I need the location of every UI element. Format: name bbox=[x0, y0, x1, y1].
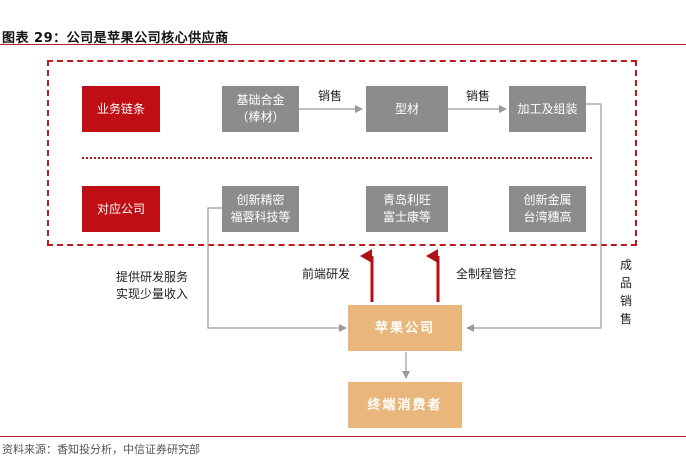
label-process-control: 全制程管控 bbox=[456, 267, 517, 281]
label-rd-service: 提供研发服务 实现少量收入 bbox=[116, 270, 189, 301]
apple-box: 苹果公司 bbox=[348, 305, 462, 351]
chain-step-assembly: 加工及组装 bbox=[509, 86, 586, 132]
label-front-rd: 前端研发 bbox=[302, 267, 351, 281]
arrow-rd-service bbox=[207, 207, 347, 332]
source-note: 资料来源：香知投分析，中信证券研究部 bbox=[2, 443, 200, 456]
label-finished-sales: 成品销售 bbox=[619, 258, 632, 326]
chain-step-alloy: 基础合金 （棒材） bbox=[222, 86, 299, 132]
sales-label-1: 销售 bbox=[318, 89, 343, 103]
row-label-chain: 业务链条 bbox=[82, 86, 160, 132]
figure-header: 图表 29：公司是苹果公司核心供应商 bbox=[0, 0, 686, 46]
consumer-box: 终端消费者 bbox=[348, 382, 462, 428]
footer-rule bbox=[0, 436, 686, 437]
chain-step-profile: 型材 bbox=[366, 86, 448, 132]
sales-label-2: 销售 bbox=[466, 89, 491, 103]
company-box-assemblers: 青岛利旺 富士康等 bbox=[366, 186, 448, 232]
row-label-companies: 对应公司 bbox=[82, 186, 160, 232]
supply-chain-frame bbox=[47, 60, 637, 246]
row-separator bbox=[82, 157, 592, 159]
company-box-profile-makers: 创新精密 福蓉科技等 bbox=[222, 186, 299, 232]
figure-title: 图表 29：公司是苹果公司核心供应商 bbox=[2, 31, 229, 46]
company-box-alloy-makers: 创新金属 台湾穗高 bbox=[509, 186, 586, 232]
arrow-finished-goods bbox=[466, 103, 602, 332]
